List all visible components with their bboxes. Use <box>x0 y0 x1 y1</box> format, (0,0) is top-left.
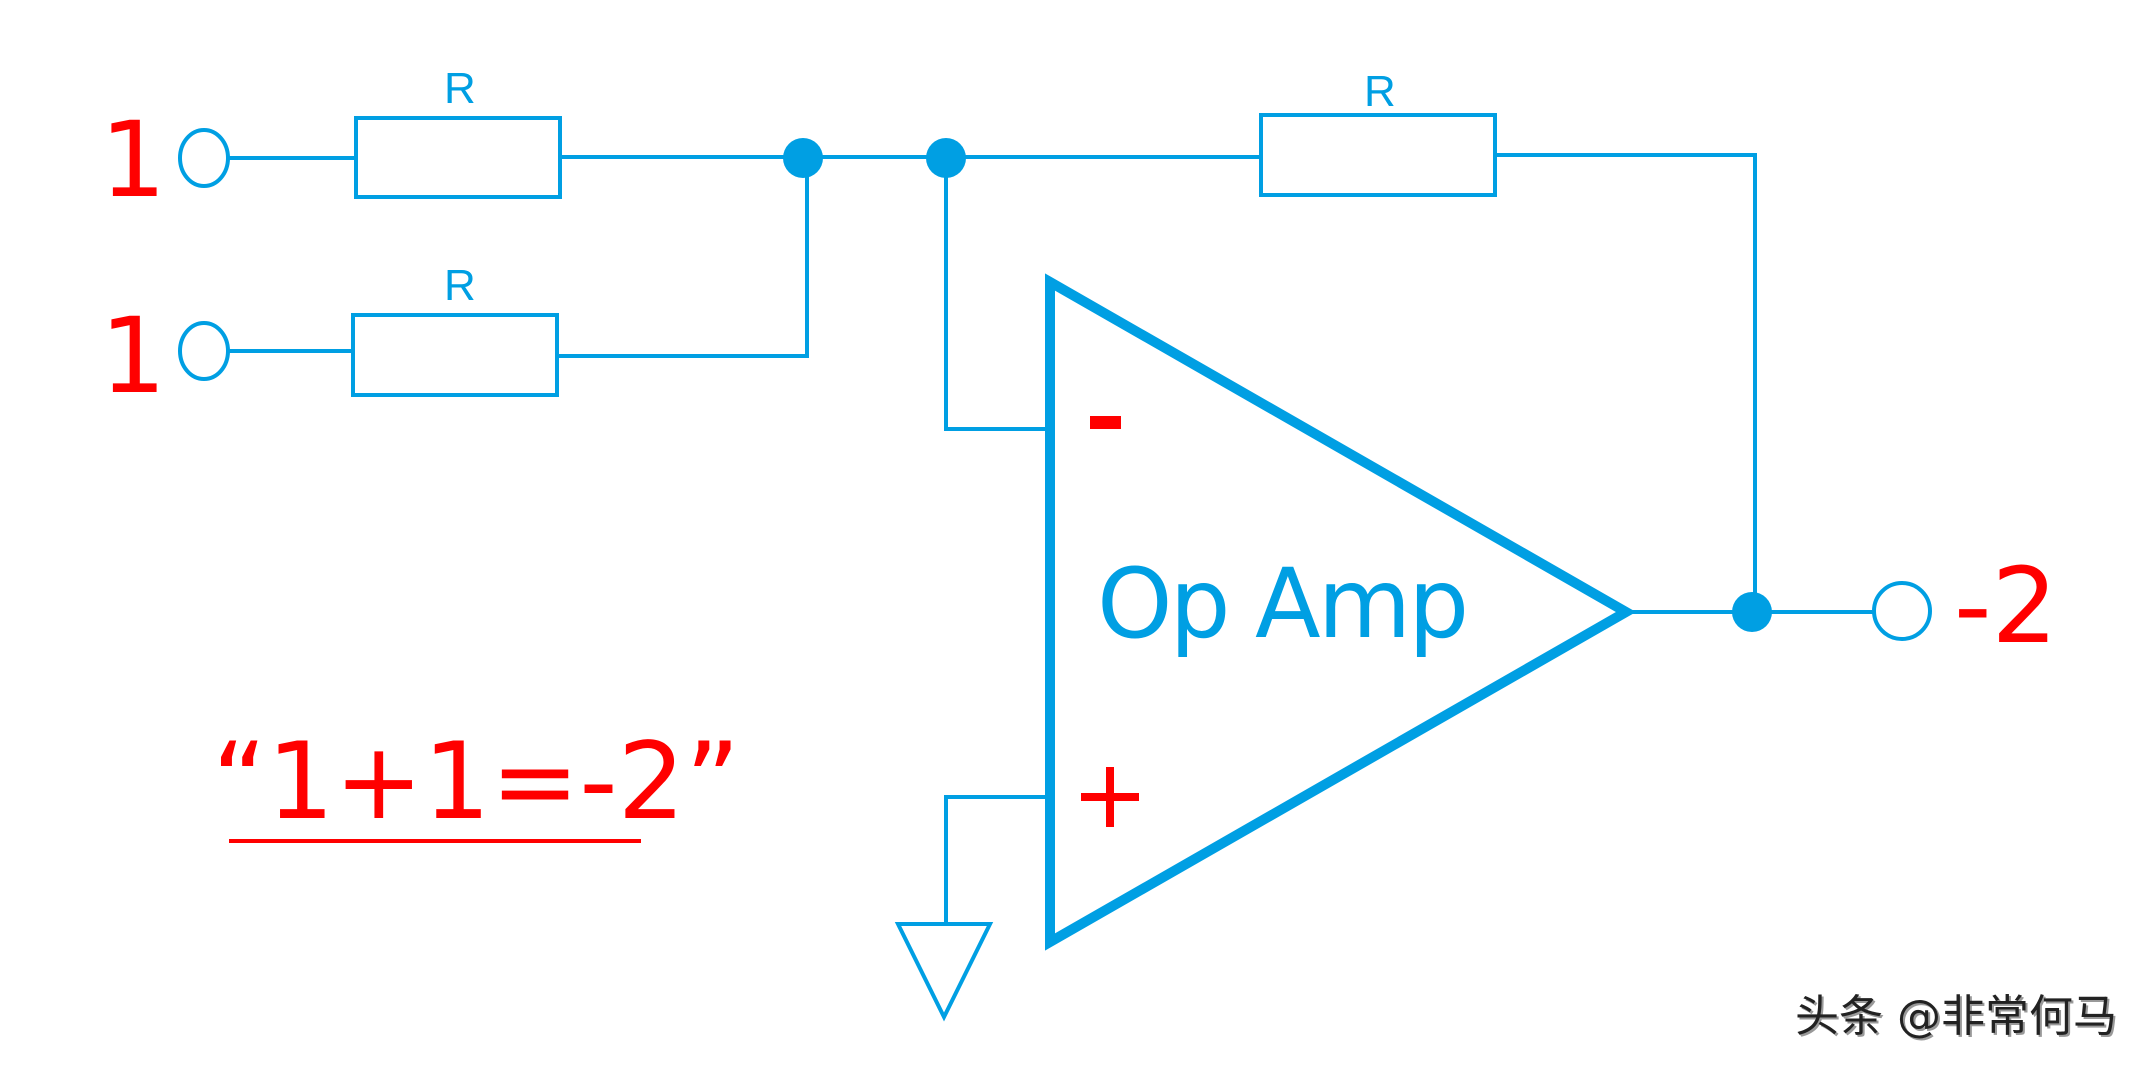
junction-node-1 <box>783 138 823 178</box>
equation-annotation: “1+1=-2” <box>212 720 740 843</box>
ground-symbol <box>894 922 994 1022</box>
watermark: 头条 @非常何马 <box>1795 991 2117 1042</box>
resistor-feedback-label: R <box>1364 67 1396 116</box>
resistor-input-2-label: R <box>444 261 476 310</box>
ground-wire <box>944 795 1052 928</box>
resistor-input-2 <box>351 313 559 397</box>
inverting-input-sign <box>1090 416 1121 429</box>
input-1-value: 1 <box>100 99 166 221</box>
output-node <box>1732 592 1772 632</box>
input-2-value: 1 <box>100 295 166 417</box>
opamp-triangle <box>1045 273 1637 951</box>
resistor-feedback <box>1259 113 1497 197</box>
resistor-2-output-wire <box>555 156 809 358</box>
feedback-wire <box>1493 153 1757 614</box>
equation-underline <box>229 839 641 843</box>
resistor-input-1-label: R <box>444 64 476 113</box>
inverting-input-wire <box>944 156 1052 431</box>
opamp-label: Op Amp <box>1097 548 1466 660</box>
non-inverting-input-sign <box>1081 767 1139 827</box>
output-value: -2 <box>1954 545 2058 667</box>
input-1-terminal <box>178 128 230 188</box>
input-2-terminal <box>178 321 230 381</box>
resistor-input-1 <box>354 116 562 199</box>
output-terminal <box>1872 581 1932 641</box>
